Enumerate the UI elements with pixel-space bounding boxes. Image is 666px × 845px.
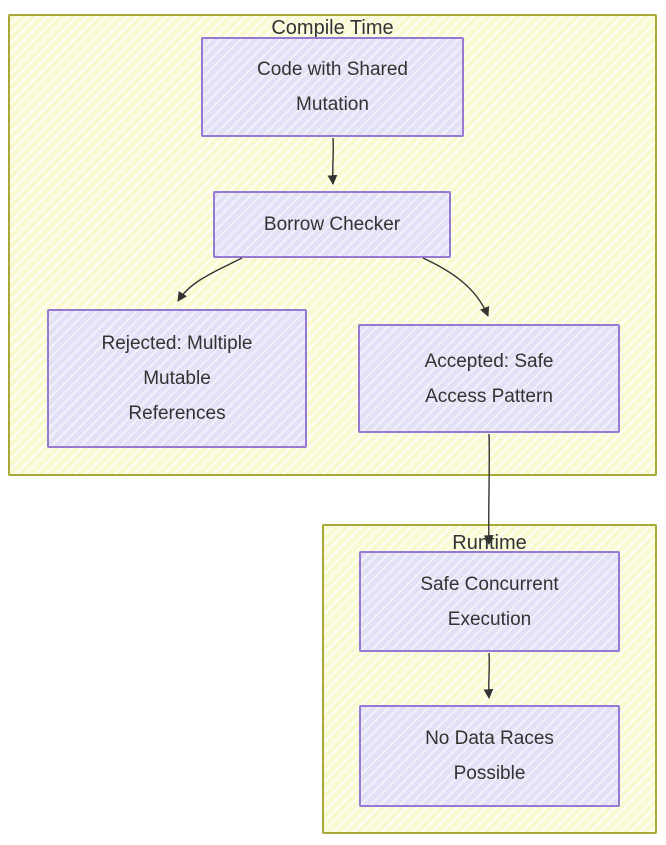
node-label-borrow-checker: Borrow Checker [263, 214, 401, 235]
node-borrow-checker: Borrow Checker [213, 191, 451, 258]
node-label-rejected-multiple-mutable-references: Rejected: Multiple Mutable References [101, 333, 253, 424]
node-code-with-shared-mutation: Code with Shared Mutation [201, 37, 464, 137]
cluster-title-compile-time: Compile Time [271, 17, 394, 39]
node-label-safe-concurrent-execution: Safe Concurrent Execution [420, 573, 559, 630]
node-no-data-races-possible: No Data Races Possible [359, 705, 620, 807]
node-rejected-multiple-mutable-references: Rejected: Multiple Mutable References [47, 309, 307, 448]
node-label-no-data-races-possible: No Data Races Possible [425, 728, 554, 784]
node-label-accepted-safe-access-pattern: Accepted: Safe Access Pattern [424, 350, 554, 407]
node-accepted-safe-access-pattern: Accepted: Safe Access Pattern [358, 324, 620, 433]
node-label-code-with-shared-mutation: Code with Shared Mutation [256, 59, 409, 115]
node-safe-concurrent-execution: Safe Concurrent Execution [359, 551, 620, 652]
